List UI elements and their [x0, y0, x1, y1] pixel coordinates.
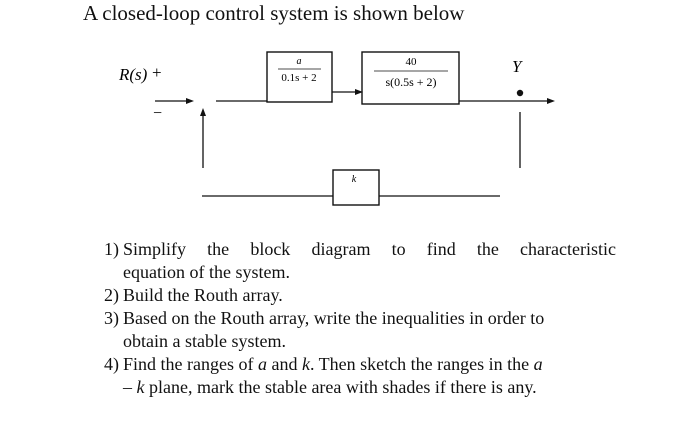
question-2-number: 2): [104, 285, 119, 305]
question-4-line-2a: –: [123, 377, 137, 397]
question-4-line-2: – k plane, mark the stable area with sha…: [104, 376, 624, 399]
input-arrowhead: [186, 98, 194, 104]
question-4-line-1b: and: [266, 354, 302, 374]
plant-numerator: 40: [406, 56, 418, 68]
question-4: 4)Find the ranges of a and k. Then sketc…: [104, 353, 624, 399]
input-label: R(s): [118, 65, 148, 84]
question-4-var-k: k: [301, 354, 310, 374]
controller-block: [266, 51, 333, 103]
question-4-var-a: a: [257, 354, 267, 374]
plus-sign: +: [152, 63, 162, 82]
plant-denominator: s(0.5s + 2): [385, 75, 436, 89]
question-list: 1)Simplify the block diagram to find the…: [104, 238, 624, 399]
feedback-block: [332, 169, 380, 206]
question-4-line-1c: . Then sketch the ranges in the: [309, 354, 534, 374]
controller-denominator: 0.1s + 2: [281, 72, 316, 84]
question-3-line-2: obtain a stable system.: [123, 331, 286, 351]
minus-sign: −: [153, 105, 162, 122]
question-4-var-a2: a: [533, 354, 543, 374]
question-1: 1)Simplify the block diagram to find the…: [104, 238, 624, 284]
block-diagram: R(s) + − a 0.1s + 2 40 s(0.5s + 2) Y k: [118, 51, 555, 206]
forward-arrowhead-2: [355, 89, 363, 95]
question-3-line-1: Based on the Routh array, write the ineq…: [123, 308, 545, 328]
question-4-line-2b: plane, mark the stable area with shades …: [144, 377, 537, 397]
question-4-number: 4): [104, 354, 119, 374]
problem-title: A closed-loop control system is shown be…: [83, 1, 465, 25]
question-4-var-k2: k: [136, 377, 145, 397]
question-4-line-1a: Find the ranges of: [123, 354, 258, 374]
output-label: Y: [512, 57, 523, 76]
question-1-line-1: Simplify the block diagram to find the c…: [123, 239, 616, 259]
question-3: 3)Based on the Routh array, write the in…: [104, 307, 624, 353]
question-1-number: 1): [104, 239, 119, 259]
question-2: 2)Build the Routh array.: [104, 284, 624, 307]
question-2-line-1: Build the Routh array.: [123, 285, 283, 305]
plant-block: [361, 51, 460, 105]
output-takeoff-dot: [516, 89, 524, 97]
question-3-number: 3): [104, 308, 119, 328]
feedback-arrowhead: [200, 108, 206, 116]
feedback-gain-label: k: [352, 174, 357, 185]
controller-numerator: a: [297, 56, 302, 67]
output-arrowhead: [547, 98, 555, 104]
question-1-line-2: equation of the system.: [123, 262, 290, 282]
